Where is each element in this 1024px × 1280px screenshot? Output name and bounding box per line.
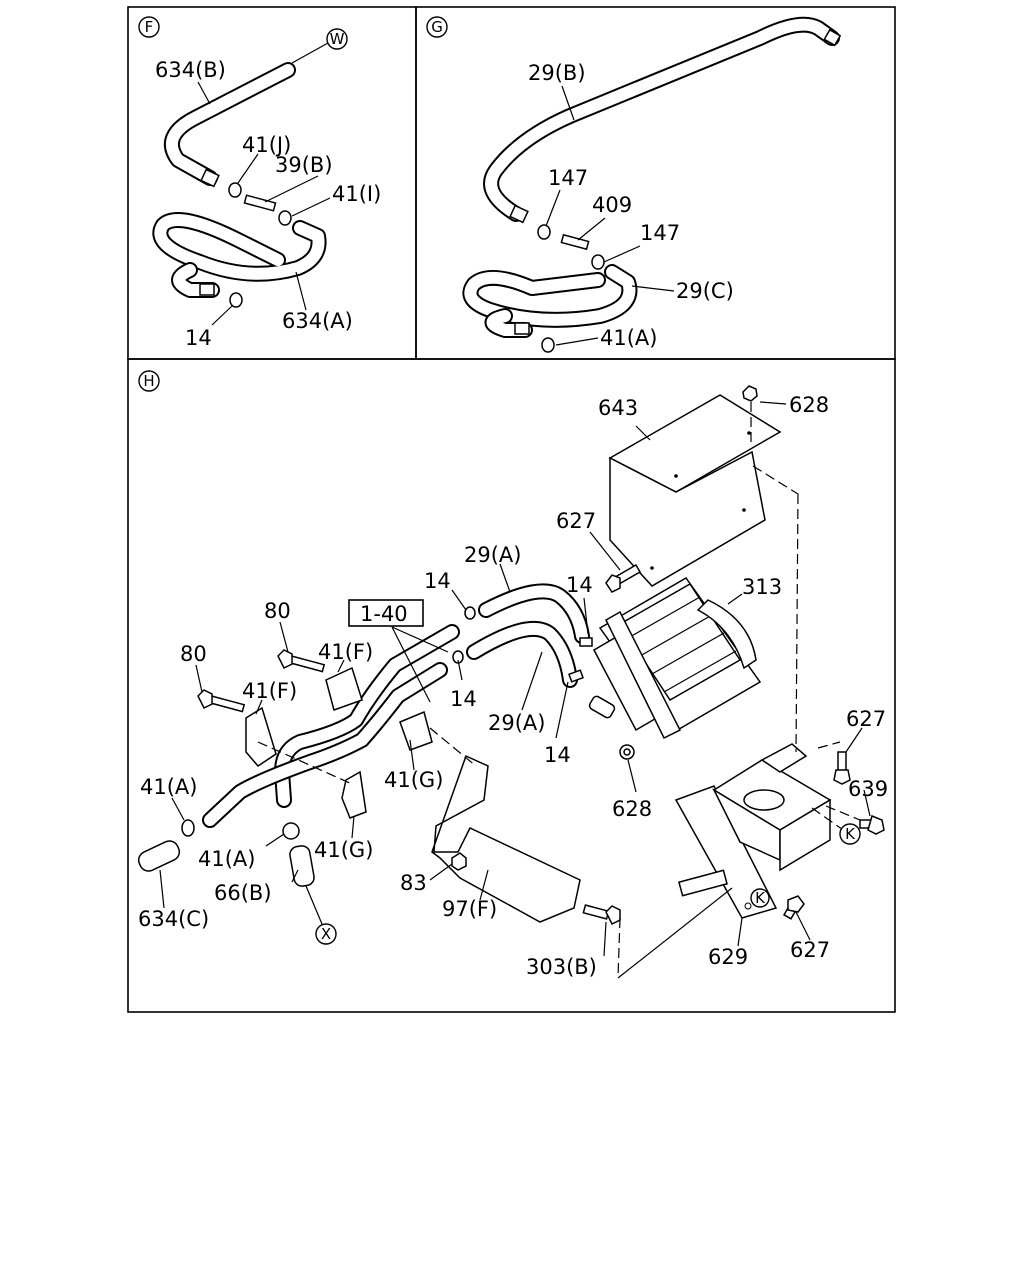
panel-h-labels: 643 628 627 313 1-40 29(A) 29(A) 14 14 1…: [138, 393, 888, 979]
connector-x: X: [321, 925, 331, 943]
panel-g-drawing: [462, 16, 842, 353]
label-14-b: 14: [566, 573, 593, 597]
heater-core-313: [588, 577, 762, 740]
label-634a: 634(A): [282, 309, 353, 333]
svg-text:H: H: [143, 372, 154, 390]
label-627-right: 627: [846, 707, 886, 731]
label-313: 313: [742, 575, 782, 599]
label-41a-b: 41(A): [198, 847, 255, 871]
label-629: 629: [708, 945, 748, 969]
bracket-629: [674, 743, 832, 919]
label-14-c: 14: [450, 687, 477, 711]
bracket-97f: [431, 754, 581, 923]
label-14-d: 14: [544, 743, 571, 767]
label-634b: 634(B): [155, 58, 226, 82]
diagram-frames: [127, 6, 896, 1013]
section-g-marker: G: [426, 16, 448, 38]
connector-w: W: [330, 30, 345, 48]
panel-h-drawing: X K K: [137, 385, 885, 979]
label-14: 14: [185, 326, 212, 350]
label-628-bottom: 628: [612, 797, 652, 821]
connector-k-b: K: [755, 889, 766, 907]
label-66b: 66(B): [214, 881, 272, 905]
section-h-marker: H: [138, 370, 160, 392]
label-147-a: 147: [548, 166, 588, 190]
label-41a-a: 41(A): [140, 775, 197, 799]
label-627-top: 627: [556, 509, 596, 533]
label-627-bottom: 627: [790, 938, 830, 962]
label-83: 83: [400, 871, 427, 895]
label-29b: 29(B): [528, 61, 586, 85]
section-f-marker: F: [138, 16, 160, 38]
label-29a-top: 29(A): [464, 543, 521, 567]
panel-f-labels: 634(B) 41(J) 39(B) 41(I) 634(A) 14: [155, 58, 381, 350]
label-80-a: 80: [264, 599, 291, 623]
label-97f: 97(F): [442, 897, 497, 921]
callout-1-40-box: [348, 599, 424, 627]
label-80-b: 80: [180, 642, 207, 666]
label-147-b: 147: [640, 221, 680, 245]
label-41f-a: 41(F): [318, 640, 373, 664]
label-41i: 41(I): [332, 182, 381, 206]
label-41a: 41(A): [600, 326, 657, 350]
section-markers: F G H: [138, 16, 448, 392]
label-41g-a: 41(G): [384, 768, 443, 792]
label-303b: 303(B): [526, 955, 597, 979]
svg-text:F: F: [145, 18, 154, 36]
label-14-a: 14: [424, 569, 451, 593]
label-1-40: 1-40: [360, 602, 408, 626]
label-634c: 634(C): [138, 907, 209, 931]
label-628-top: 628: [789, 393, 829, 417]
svg-text:G: G: [431, 18, 443, 36]
label-41j: 41(J): [242, 133, 291, 157]
panel-f-drawing: W: [152, 28, 348, 326]
label-29a-bottom: 29(A): [488, 711, 545, 735]
panel-h-frame: [127, 358, 896, 1013]
panel-g-labels: 29(B) 147 409 147 29(C) 41(A): [528, 61, 734, 350]
connector-k-a: K: [845, 825, 856, 843]
label-643: 643: [598, 396, 638, 420]
label-41f-b: 41(F): [242, 679, 297, 703]
label-639: 639: [848, 777, 888, 801]
label-409: 409: [592, 193, 632, 217]
label-41g-b: 41(G): [314, 838, 373, 862]
label-39b: 39(B): [275, 153, 333, 177]
label-29c: 29(C): [676, 279, 734, 303]
